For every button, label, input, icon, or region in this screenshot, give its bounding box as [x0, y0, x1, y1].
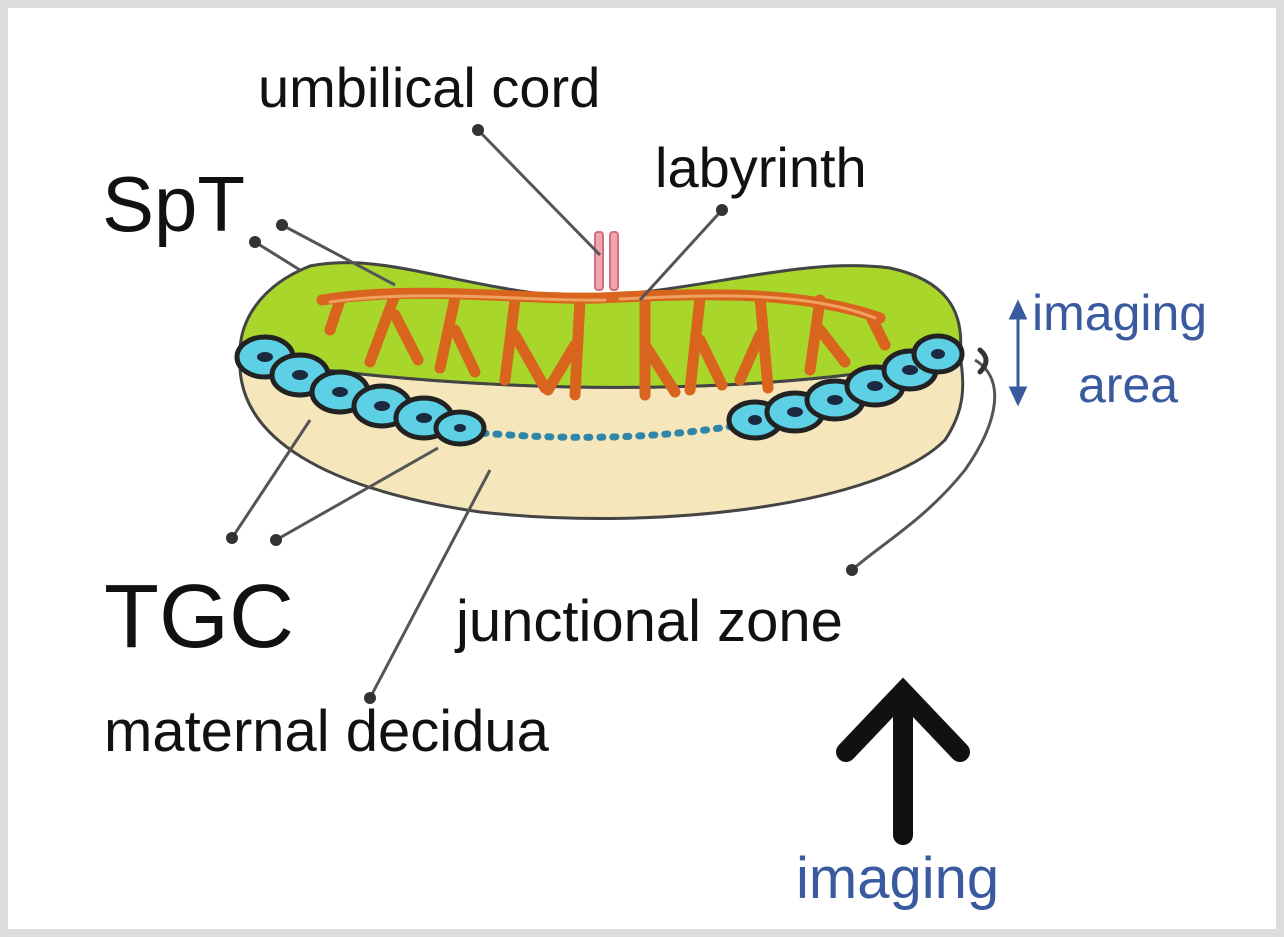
- tgc-label: TGC: [104, 572, 294, 662]
- umbilical-cord-label: umbilical cord: [258, 60, 600, 116]
- spt-label: SpT: [102, 165, 245, 243]
- imaging-label: imaging: [796, 850, 999, 908]
- junctional-zone-label: junctional zone: [456, 593, 843, 651]
- imaging-area-label-line2: area: [1078, 360, 1178, 410]
- imaging-area-label-line1: imaging: [1032, 288, 1207, 338]
- maternal-decidua-label: maternal decidua: [104, 703, 549, 761]
- labyrinth-label: labyrinth: [655, 140, 867, 196]
